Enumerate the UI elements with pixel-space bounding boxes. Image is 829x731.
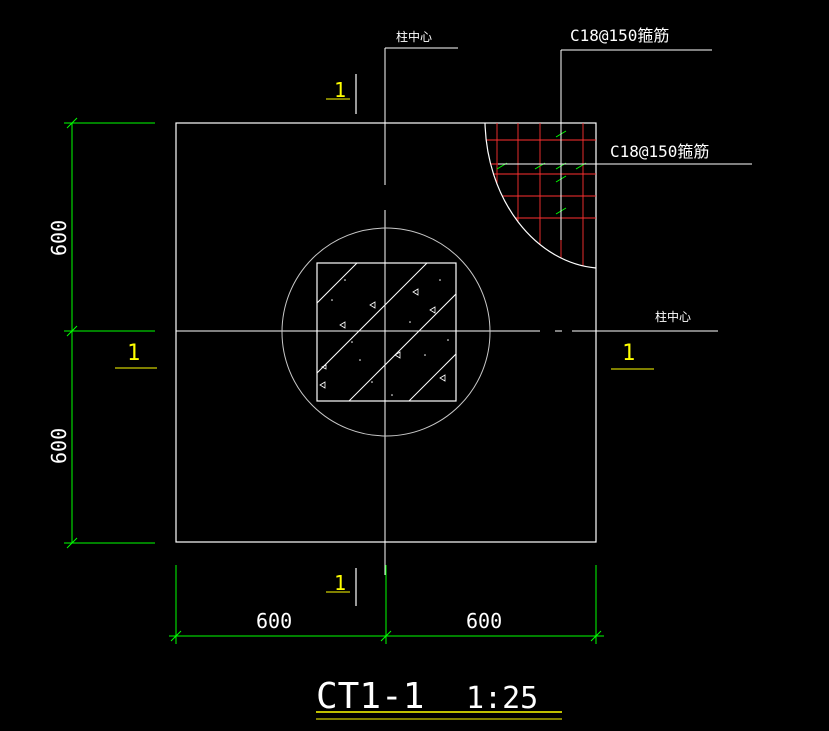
- section-mark-right: 1: [622, 341, 635, 366]
- column-section: [316, 262, 457, 402]
- section-mark-bottom: 1: [334, 571, 346, 595]
- dimension-lines: [64, 117, 604, 644]
- dimension-bottom-left: 600: [256, 609, 292, 633]
- column-center-label-right: 柱中心: [655, 309, 691, 324]
- dimension-left-upper: 600: [47, 220, 71, 256]
- dimension-left-lower: 600: [47, 428, 71, 464]
- rebar-label-1: C18@150箍筋: [570, 26, 669, 45]
- section-mark-left: 1: [127, 341, 140, 366]
- pile-circle: [281, 227, 491, 437]
- drawing-scale: 1:25: [466, 681, 538, 716]
- column-center-label-top: 柱中心: [396, 29, 432, 44]
- section-mark-top: 1: [334, 78, 346, 102]
- section-mark-lines: [115, 98, 654, 593]
- drawing-title: CT1-1: [316, 676, 424, 717]
- dimension-bottom-right: 600: [466, 609, 502, 633]
- rebar-label-2: C18@150箍筋: [610, 142, 709, 161]
- pile-cap-outline: [175, 122, 597, 543]
- center-lines: [176, 47, 718, 575]
